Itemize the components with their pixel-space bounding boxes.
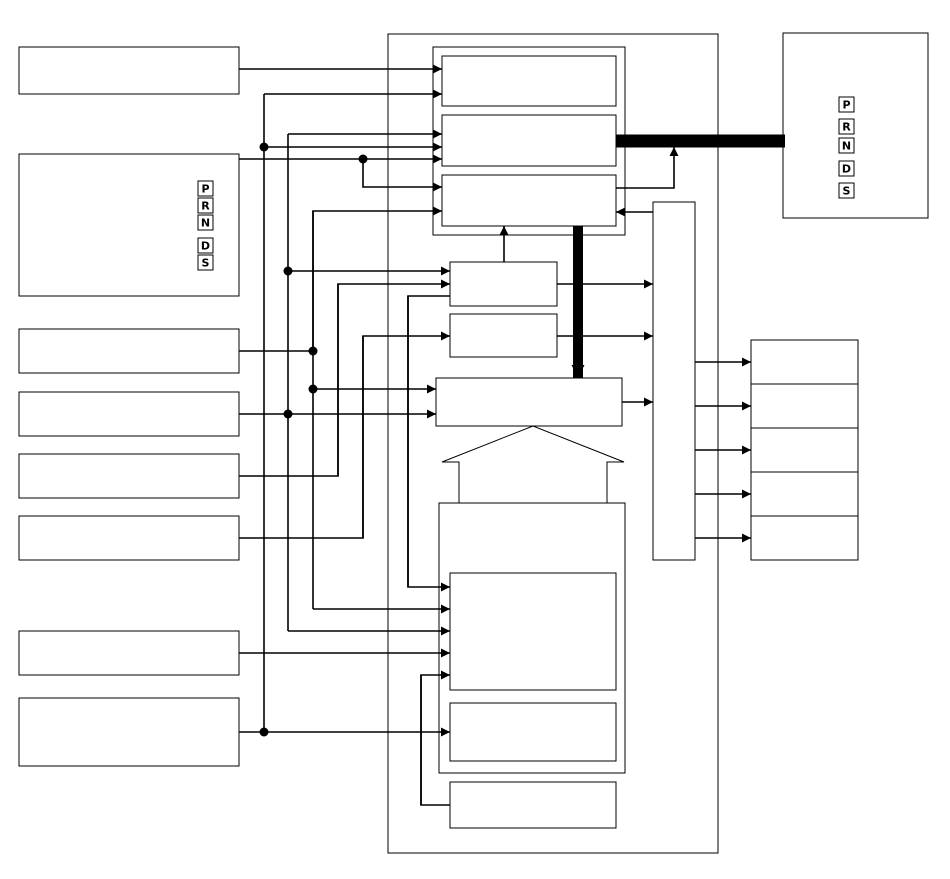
output-block-4 (750, 471, 859, 517)
link-input5-to-mid1 (239, 279, 450, 477)
link-input6-to-mid2 (239, 331, 450, 539)
output-block-3 (750, 427, 859, 473)
gear-indicator-right: P R N D S (838, 96, 855, 199)
gear-left-s: S (202, 257, 210, 270)
junction-dot (283, 409, 293, 419)
junction-dot (259, 142, 269, 152)
gear-right-s-box (838, 182, 855, 199)
link-top3-to-display-bus (616, 147, 679, 189)
junction-dot (358, 154, 368, 164)
input-block-4 (18, 391, 240, 437)
gear-right-s: S (843, 185, 851, 198)
processor-block (435, 377, 623, 427)
gear-right-r-box (838, 118, 855, 135)
gear-left-n: N (201, 217, 210, 230)
top-module-1 (441, 55, 617, 107)
mid-block-1 (449, 261, 558, 307)
junction-dot (259, 727, 269, 737)
link-trunkc-to-top3 (312, 206, 442, 350)
bottom-block (449, 781, 617, 829)
gear-left-r-box (197, 197, 214, 214)
gear-right-p: P (842, 99, 850, 112)
gear-right-d-box (838, 160, 855, 177)
output-block-1 (750, 339, 859, 385)
input-block-8 (18, 697, 240, 767)
gear-left-n-box (197, 214, 214, 231)
gear-left-d-box (197, 237, 214, 254)
gear-right-n: N (842, 140, 851, 153)
gear-left-p-box (197, 180, 214, 197)
junction-dot (308, 384, 318, 394)
output-block-5 (750, 515, 859, 561)
input-block-1 (18, 46, 240, 95)
gear-left-p: P (201, 183, 209, 196)
junction-dot (308, 346, 318, 356)
link-bottom-to-memory (420, 670, 450, 806)
gear-indicator-left: P R N D S (197, 180, 214, 271)
input-block-5 (18, 453, 240, 499)
top-module-2 (441, 114, 617, 167)
input-block-3 (18, 328, 240, 374)
memory-block-2 (449, 702, 617, 762)
upward-bus-shape (441, 425, 625, 503)
top-module-3 (441, 174, 617, 227)
gear-right-n-box (838, 137, 855, 154)
gear-right-r: R (842, 121, 851, 134)
output-bus-bar (652, 201, 696, 561)
input-block-7 (18, 630, 240, 676)
gear-left-r: R (201, 200, 210, 213)
mid-block-2 (449, 313, 558, 358)
gear-left-d: D (201, 240, 210, 253)
input-block-6 (18, 515, 240, 561)
display-unit (782, 32, 929, 219)
gear-right-d: D (842, 163, 851, 176)
memory-block-1 (449, 572, 617, 691)
junction-dot (283, 266, 293, 276)
link-trunkf-to-memory (407, 295, 450, 592)
gear-left-s-box (197, 254, 214, 271)
link-selector-to-top3 (362, 159, 442, 192)
gear-right-p-box (838, 96, 855, 113)
output-block-2 (750, 383, 859, 429)
